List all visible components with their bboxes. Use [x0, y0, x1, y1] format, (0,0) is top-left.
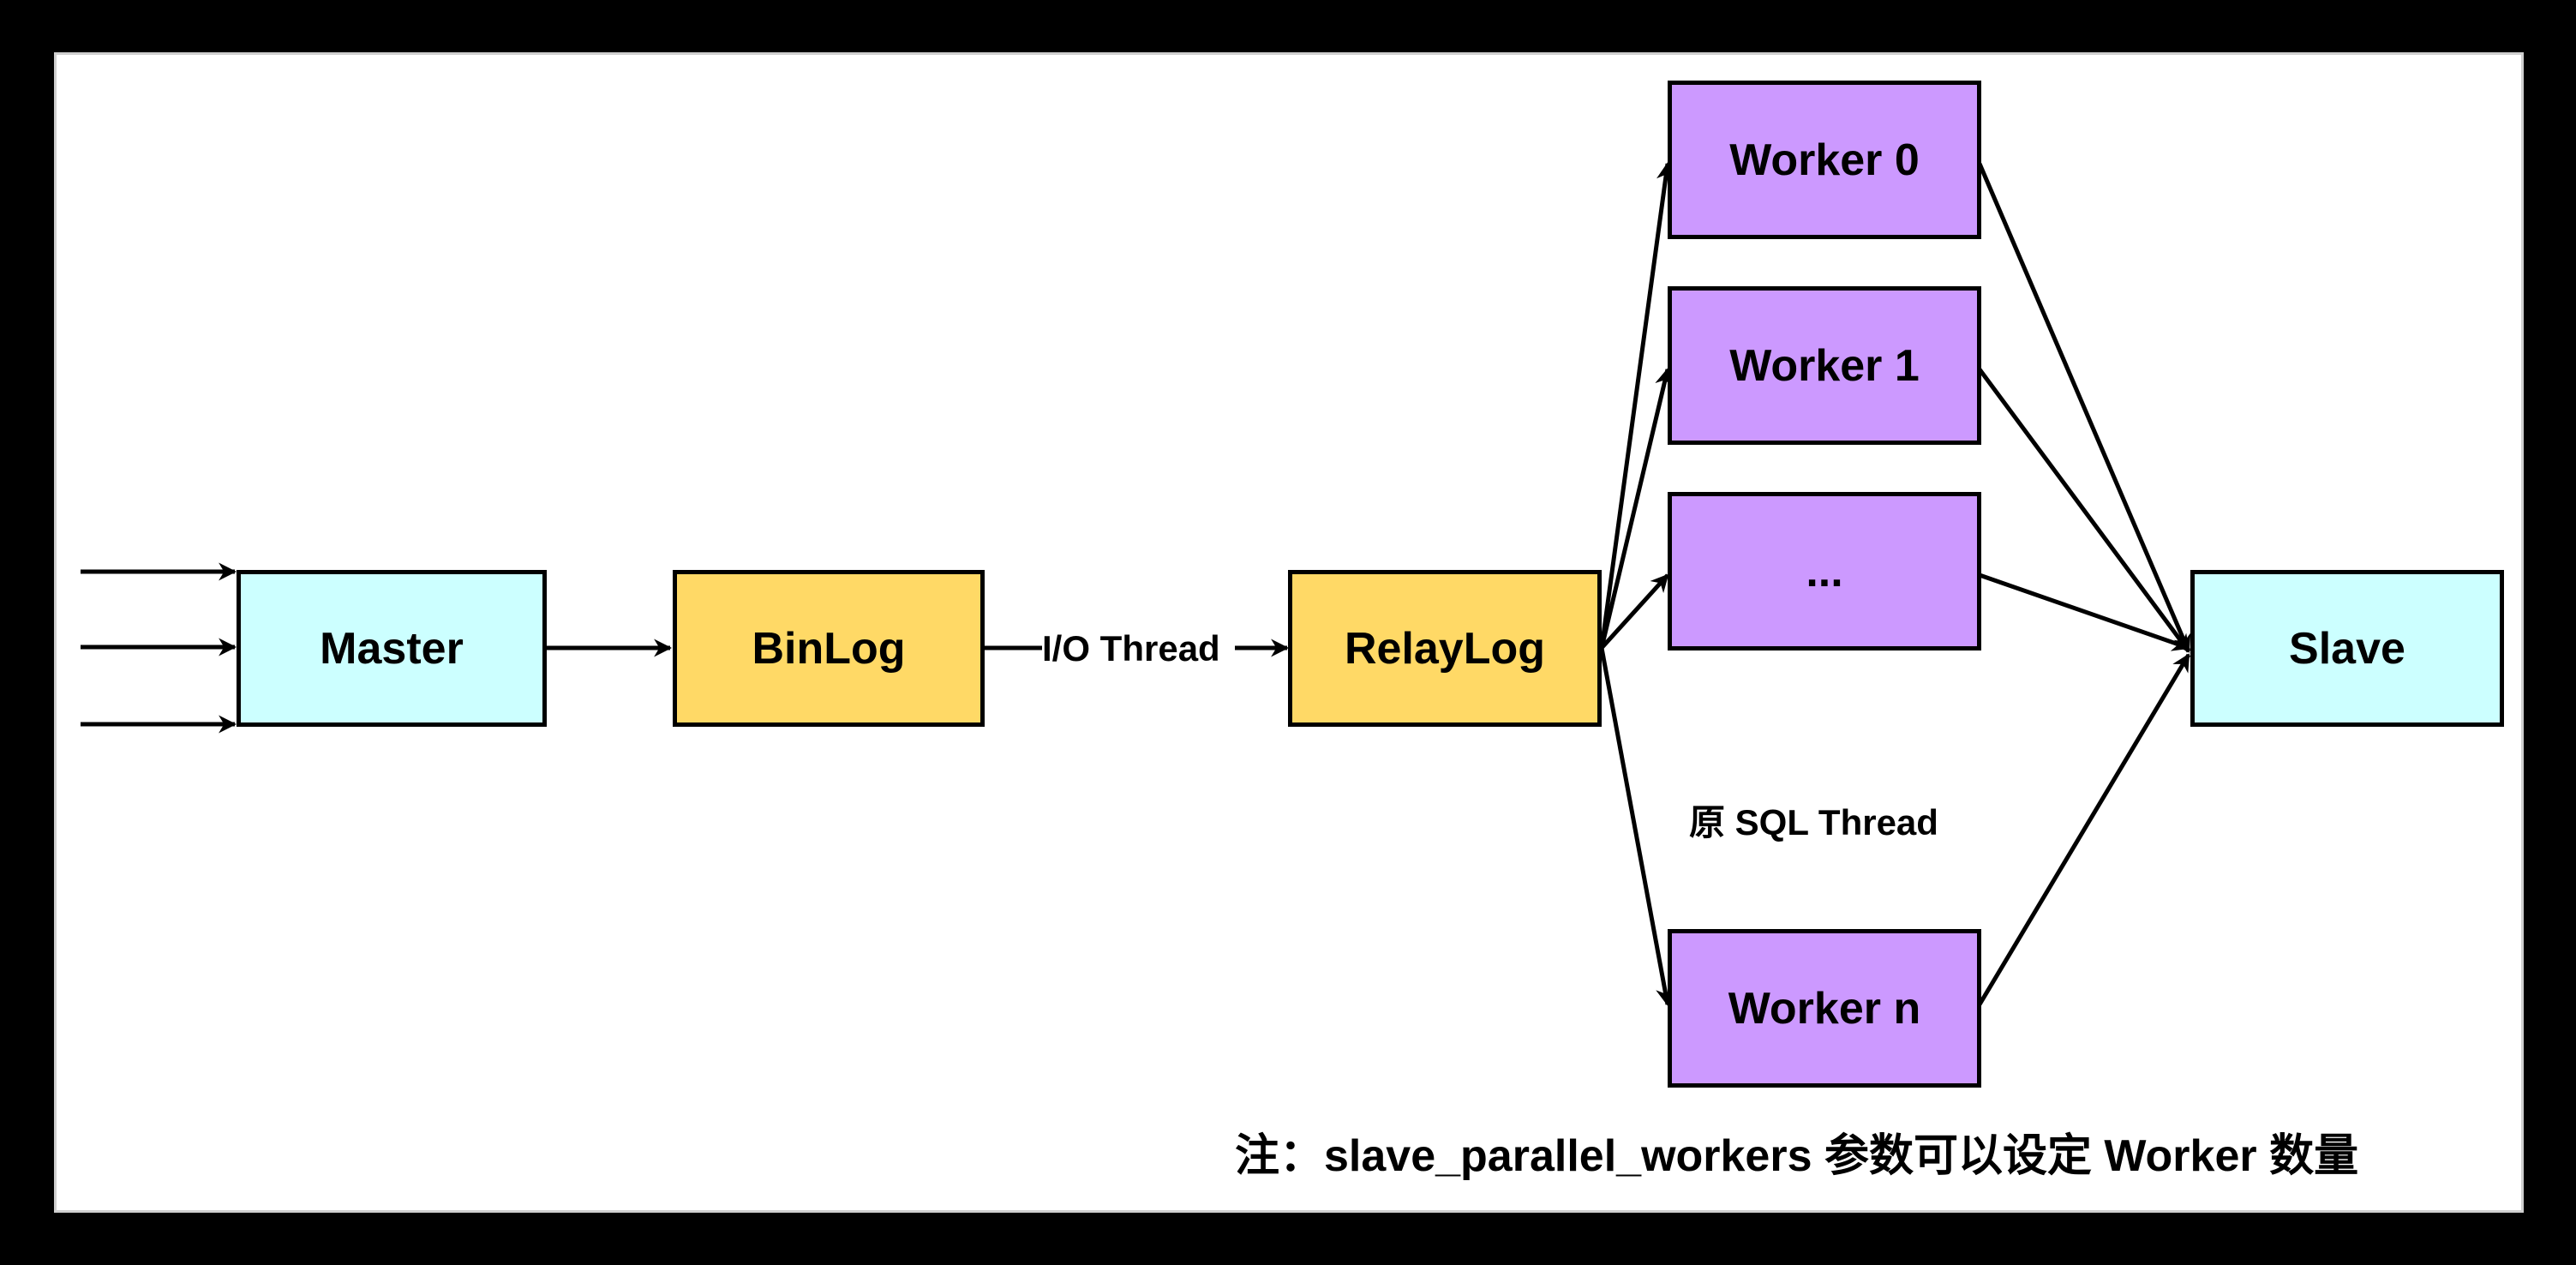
- edge-worker1-slave: [1977, 368, 2191, 653]
- worker-0-node: Worker 0: [1668, 81, 1981, 239]
- worker-1-node: Worker 1: [1668, 286, 1981, 445]
- slave-node: Slave: [2190, 570, 2504, 727]
- diagram-canvas: Master BinLog RelayLog Worker 0 Worker 1…: [54, 52, 2524, 1213]
- edge-relaylog-workern: [1599, 647, 1674, 1007]
- edge-worker0-slave: [1977, 163, 2191, 653]
- sql-thread-label: 原 SQL Thread: [1689, 802, 1938, 842]
- edge-workern-slave: [1977, 653, 2191, 1006]
- binlog-node: BinLog: [673, 570, 985, 727]
- master-node: Master: [237, 570, 547, 727]
- edges-layer: [81, 161, 2191, 1007]
- worker-n-node: Worker n: [1668, 929, 1981, 1088]
- edge-relaylog-worker1: [1599, 367, 1673, 649]
- io-thread-label: I/O Thread: [1042, 628, 1220, 669]
- edge-relaylog-worker-more: [1600, 573, 1669, 650]
- note-label: 注：slave_parallel_workers 参数可以设定 Worker 数…: [1235, 1131, 2359, 1181]
- worker-more-node: ...: [1668, 492, 1981, 650]
- edge-worker-more-slave: [1979, 573, 2190, 651]
- relaylog-node: RelayLog: [1288, 570, 1602, 727]
- edge-relaylog-worker0: [1599, 161, 1674, 649]
